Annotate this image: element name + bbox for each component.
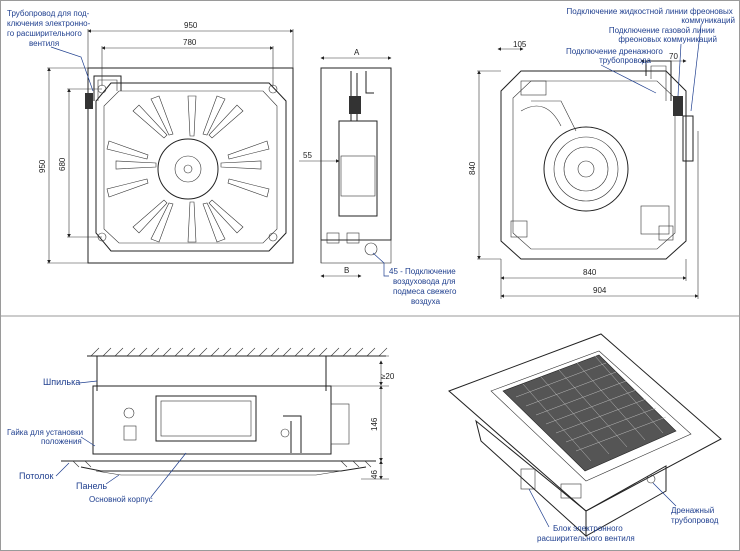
top-view-unit [85, 67, 294, 264]
label-nut: Гайка для установки положения [7, 428, 85, 446]
label-gas-line: Подключение газовой линии фреоновых комм… [609, 26, 717, 44]
isometric-view [448, 333, 722, 538]
top-right-dimensions: 105 70 840 840 904 [468, 40, 699, 299]
top-view-unit-right [500, 60, 694, 260]
dim-b: B [344, 266, 349, 275]
label-ceiling: Потолок [19, 471, 53, 481]
dim-146: 146 [370, 417, 379, 431]
side-view-unit [320, 67, 392, 264]
dim-a: A [354, 48, 360, 57]
dim-950-side: 950 [38, 159, 47, 173]
label-stud: Шпилька [43, 377, 80, 387]
installation-view [61, 347, 388, 476]
installation-dimensions: ≥20 146 46 [331, 355, 395, 480]
label-drain-connection: Подключение дренажного трубопровода [566, 47, 665, 65]
label-valve-block: Блок электронного расширительного вентил… [537, 524, 635, 543]
dim-950-top: 950 [184, 21, 198, 30]
dim-780: 780 [183, 38, 197, 47]
dim-55: 55 [303, 151, 312, 160]
label-fresh-air-duct: 45 - Подключение воздуховода для подмеса… [389, 267, 459, 306]
dim-70: 70 [669, 52, 678, 61]
label-drain-pipe: Дренажный трубопровод [671, 506, 719, 525]
dim-840-bottom: 840 [583, 268, 597, 277]
dim-20: ≥20 [381, 372, 395, 381]
label-liquid-line: Подключение жидкостной линии фреоновых к… [567, 7, 735, 25]
side-view-dimensions: A 55 B [299, 48, 392, 278]
dim-840-side: 840 [468, 161, 477, 175]
dim-680: 680 [58, 157, 67, 171]
label-main-body: Основной корпус [89, 495, 153, 504]
top-left-dimensions: 950 780 950 680 [38, 21, 294, 264]
dim-105: 105 [513, 40, 527, 49]
label-panel: Панель [76, 481, 107, 491]
dim-904: 904 [593, 286, 607, 295]
dim-46: 46 [370, 470, 379, 479]
label-pipe-valve: Трубопровод для под- ключения электронно… [7, 9, 93, 48]
